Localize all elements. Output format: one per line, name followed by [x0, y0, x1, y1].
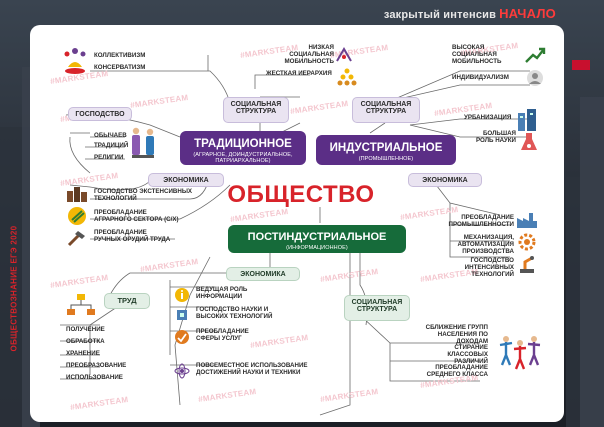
- growth-arrow-icon: [524, 45, 546, 70]
- traditional-social-structure-node: СОЦИАЛЬНАЯ СТРУКТУРА: [223, 97, 289, 123]
- flag-decoration: [572, 60, 590, 70]
- robot-arm-icon: [516, 253, 538, 280]
- side-label: ОБЩЕСТВОЗНАНИЕ ЕГЭ 2020: [9, 225, 19, 352]
- individualism-label: ИНДИВИДУАЛИЗМ: [452, 74, 509, 81]
- labor-item-use: ИСПОЛЬЗОВАНИЕ: [66, 374, 123, 381]
- postindustrial-node: ПОСТИНДУСТРИАЛЬНОЕ (ИНФОРМАЦИОННОЕ): [228, 225, 406, 253]
- industrial-title: ИНДУСТРИАЛЬНОЕ: [329, 142, 443, 154]
- hand-tools-label: ПРЕОБЛАДАНИЕ РУЧНЫХ ОРУДИЙ ТРУДА: [94, 229, 171, 243]
- traditional-node: ТРАДИЦИОННОЕ (АГРАРНОЕ, ДОИНДУСТРИАЛЬНОЕ…: [180, 131, 306, 165]
- low-mobility-icon: [334, 45, 354, 70]
- labor-item-process: ОБРАБОТКА: [66, 338, 105, 345]
- labor-node: ТРУД: [104, 293, 150, 309]
- class-erasure-label: СТИРАНИЕ КЛАССОВЫХ РАЗЛИЧИЙ: [447, 344, 488, 365]
- agrarian-sector-label: ПРЕОБЛАДАНИЕ АГРАРНОГО СЕКТОРА (С/Х): [94, 209, 179, 223]
- postindustrial-subtitle: (ИНФОРМАЦИОННОЕ): [286, 244, 348, 251]
- religion-label: РЕЛИГИИ: [94, 154, 124, 161]
- industry-dominance-label: ПРЕОБЛАДАНИЕ ПРОМЫШЛЕННОСТИ: [448, 214, 515, 228]
- header-prefix: закрытый интенсив: [383, 9, 497, 21]
- religious-figures-icon: [126, 125, 160, 166]
- high-tech-label: ГОСПОДСТВО НАУКИ И ВЫСОКИХ ТЕХНОЛОГИЙ: [196, 306, 273, 320]
- labor-item-transform: ПРЕОБРАЗОВАНИЕ: [66, 362, 127, 369]
- postindustrial-title: ПОСТИНДУСТРИАЛЬНОЕ: [247, 231, 387, 243]
- city-buildings-icon: [516, 107, 538, 136]
- network-diagram-icon: [66, 293, 96, 322]
- rigid-hierarchy-label: ЖЕСТКАЯ ИЕРАРХИЯ: [266, 70, 332, 77]
- urbanization-label: УРБАНИЗАЦИЯ: [464, 114, 512, 121]
- income-convergence-label: СБЛИЖЕНИЕ ГРУПП НАСЕЛЕНИЯ ПО ДОХОДАМ: [425, 324, 488, 345]
- mindmap-card: #MARKSTEAM #MARKSTEAM #MARKSTEAM #MARKST…: [30, 25, 564, 422]
- industrial-subtitle: (ПРОМЫШЛЕННОЕ): [358, 155, 414, 162]
- conservatism-label: КОНСЕРВАТИЗМ: [94, 64, 146, 71]
- traditional-subtitle: (АГРАРНОЕ, ДОИНДУСТРИАЛЬНОЕ, ПАТРИАРХАЛЬ…: [193, 151, 293, 164]
- middle-class-label: ПРЕОБЛАДАНИЕ СРЕДНЕГО КЛАССА: [426, 364, 488, 378]
- science-flask-icon: [518, 131, 540, 158]
- traditional-economy-node: ЭКОНОМИКА: [148, 173, 224, 187]
- header-brand: НАЧАЛО: [499, 6, 556, 21]
- factory-icon: [516, 209, 538, 234]
- hierarchy-pyramid-icon: [336, 67, 358, 92]
- science-role-label: БОЛЬШАЯ РОЛЬ НАУКИ: [476, 130, 516, 144]
- postindustrial-social-structure-node: СОЦИАЛЬНАЯ СТРУКТУРА: [344, 295, 410, 321]
- collectivism-label: КОЛЛЕКТИВИЗМ: [94, 52, 146, 59]
- science-tech-icon: [174, 363, 190, 384]
- jumping-people-icon: [496, 331, 544, 384]
- info-role-label: ВЕДУЩАЯ РОЛЬ ИНФОРМАЦИИ: [196, 286, 248, 300]
- automation-label: МЕХАНИЗАЦИЯ, АВТОМАТИЗАЦИЯ ПРОИЗВОДСТВА: [457, 234, 514, 255]
- labor-item-store: ХРАНЕНИЕ: [66, 350, 100, 357]
- low-mobility-label: НИЗКАЯ СОЦИАЛЬНАЯ МОБИЛЬНОСТЬ: [284, 44, 334, 65]
- traditions-label: ТРАДИЦИЙ: [94, 142, 129, 149]
- high-mobility-label: ВЫСОКАЯ СОЦИАЛЬНАЯ МОБИЛЬНОСТЬ: [452, 44, 502, 65]
- factory-buildings-icon: [66, 183, 88, 208]
- wheat-icon: [66, 206, 88, 231]
- postindustrial-economy-node: ЭКОНОМИКА: [226, 267, 300, 281]
- collective-people-icon: [62, 45, 88, 80]
- services-icon: [174, 329, 190, 350]
- services-sector-label: ПРЕОБЛАДАНИЕ СФЕРЫ УСЛУГ: [196, 328, 249, 342]
- hand-tools-icon: [66, 228, 88, 253]
- industrial-node: ИНДУСТРИАЛЬНОЕ (ПРОМЫШЛЕННОЕ): [316, 135, 456, 165]
- customs-label: ОБЫЧАЕВ: [94, 132, 127, 139]
- science-use-label: ПОВСЕМЕСТНОЕ ИСПОЛЬЗОВАНИЕ ДОСТИЖЕНИЙ НА…: [196, 362, 308, 376]
- industrial-social-structure-node: СОЦИАЛЬНАЯ СТРУКТУРА: [352, 97, 420, 123]
- center-title: ОБЩЕСТВО: [227, 181, 375, 208]
- intensive-tech-label: ГОСПОДСТВО ИНТЕНСИВНЫХ ТЕХНОЛОГИЙ: [464, 257, 514, 278]
- labor-item-receive: ПОЛУЧЕНИЕ: [66, 326, 105, 333]
- traditional-title: ТРАДИЦИОННОЕ: [194, 138, 292, 150]
- gear-icon: [516, 231, 538, 258]
- chip-icon: [174, 307, 190, 328]
- extensive-tech-label: ГОСПОДСТВО ЭКСТЕНСИВНЫХ ТЕХНОЛОГИЙ: [94, 188, 193, 202]
- person-profile-icon: [526, 69, 544, 92]
- info-icon: [174, 287, 190, 308]
- gospodstvo-node: ГОСПОДСТВО: [68, 107, 132, 121]
- industrial-economy-node: ЭКОНОМИКА: [408, 173, 482, 187]
- connector-lines: [60, 55, 530, 416]
